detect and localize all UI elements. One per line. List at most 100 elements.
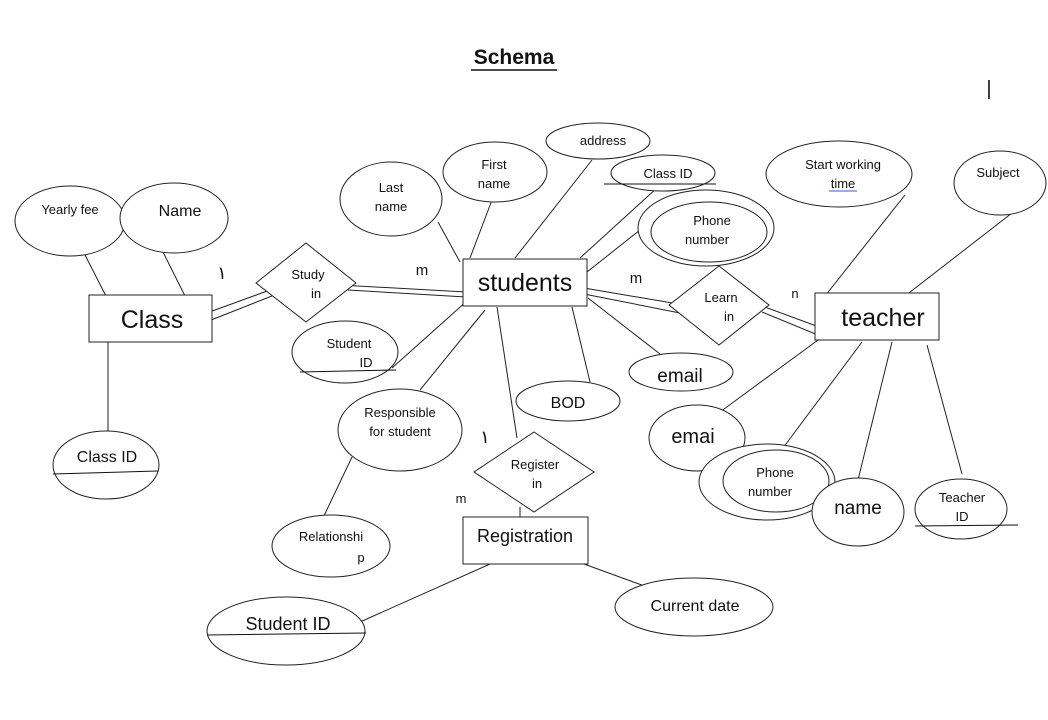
attribute-student-phone: Phone number (637, 189, 775, 267)
attribute-subject-label: Subject (976, 165, 1020, 180)
relationship-register-in-line1: Register (511, 457, 560, 472)
line-studentid-students (391, 299, 469, 369)
primary-key-underline (52, 470, 159, 475)
line-study-students-2 (347, 289, 467, 298)
primary-key-underline (206, 632, 367, 636)
primary-key-underline (299, 369, 397, 373)
attribute-teacher-name-label: name (834, 498, 882, 519)
attribute-subject: Subject (953, 150, 1047, 216)
attribute-relationship-line1: Relationshi (299, 529, 363, 544)
relationship-register-in-line2: in (532, 476, 542, 491)
attribute-last-name-line1: Last (379, 180, 404, 195)
line-class-study-2 (205, 291, 283, 323)
attribute-responsible-line2: for student (369, 424, 431, 439)
attribute-student-id-line1: Student (327, 336, 372, 351)
cardinality-class-study: ١ (217, 263, 227, 283)
attribute-responsible-line1: Responsible (364, 405, 436, 420)
attribute-last-name: Last name (339, 161, 443, 237)
attribute-student-email: email (628, 352, 734, 392)
attribute-student-id-line2: ID (360, 355, 373, 370)
attribute-yearly-fee: Yearly fee (14, 185, 126, 257)
cardinality-students-study: m (416, 262, 429, 279)
attribute-reg-student-id-label: Student ID (245, 614, 330, 634)
line-students-learn-1 (583, 287, 685, 306)
entity-registration: Registration (462, 516, 589, 565)
line-email-students (587, 297, 661, 355)
line-registration-studentid (359, 555, 509, 623)
attribute-student-phone-line1: Phone (693, 213, 731, 228)
attribute-teacher-phone-line2: number (748, 484, 793, 499)
line-classid-students (579, 186, 659, 259)
relationship-register-in: Register in (473, 431, 595, 513)
line-responsible-relationship (321, 456, 353, 521)
cardinality-students-register: ١ (480, 427, 490, 447)
attribute-reg-student-id: Student ID (206, 596, 367, 666)
attribute-responsible: Responsible for student (337, 388, 463, 472)
line-teacherphone-teacher (779, 341, 863, 453)
page-mark: | (986, 78, 991, 100)
cardinality-teacher-learn: n (791, 286, 798, 301)
attribute-last-name-line2: name (375, 199, 408, 214)
entity-teacher: teacher (814, 292, 940, 341)
line-responsible-students (419, 309, 486, 391)
entity-teacher-label: teacher (841, 304, 924, 332)
attribute-student-id: Student ID (291, 320, 399, 384)
diagram-title: Schema (474, 46, 555, 69)
attribute-address-label: address (580, 133, 627, 148)
entity-students-label: students (478, 269, 573, 297)
relationship-study-in-line2: in (311, 286, 321, 301)
attribute-teacher-name: name (811, 477, 905, 547)
attribute-first-name-line2: name (478, 176, 511, 191)
attribute-class-id: Class ID (52, 430, 160, 500)
line-address-students (514, 159, 593, 259)
attribute-bod: BOD (515, 380, 621, 422)
entity-registration-label: Registration (477, 526, 573, 546)
attribute-class-id-label: Class ID (77, 449, 137, 466)
line-teacheremail-teacher (719, 339, 819, 413)
attribute-current-date-label: Current date (651, 598, 740, 615)
cardinality-registration-register: m (456, 491, 467, 506)
attribute-student-email-label: email (657, 366, 702, 387)
relationship-learn-in-line2: in (724, 309, 734, 324)
attribute-teacher-id: Teacher ID (914, 478, 1019, 540)
attribute-yearly-fee-label: Yearly fee (41, 202, 98, 217)
attribute-address: address (545, 122, 651, 160)
entity-class: Class (88, 294, 213, 343)
line-yearlyfee-class (84, 254, 108, 299)
line-bod-students (571, 306, 591, 383)
attribute-current-date: Current date (614, 577, 774, 637)
relationship-study-in: Study in (255, 242, 357, 323)
line-lastname-students (437, 221, 461, 263)
attribute-start-working-line2: time (831, 176, 856, 191)
attribute-teacher-id-line2: ID (956, 509, 969, 524)
entity-class-label: Class (121, 306, 184, 334)
primary-key-underline (914, 524, 1019, 527)
line-subject-teacher (904, 212, 1013, 297)
attribute-teacher-id-line1: Teacher (939, 490, 986, 505)
attribute-teacher-phone: Phone number (698, 443, 836, 521)
line-teacherid-teacher (926, 344, 963, 475)
attribute-first-name-line1: First (481, 157, 507, 172)
attribute-start-working-time: Start working time (765, 140, 913, 208)
line-class-study-1 (203, 289, 271, 315)
line-name-class (162, 251, 186, 297)
attribute-student-class-id-label: Class ID (643, 166, 692, 181)
attribute-teacher-phone-line1: Phone (756, 465, 794, 480)
line-students-register (496, 306, 518, 439)
cardinality-labels: ١ m m n ١ m (217, 262, 798, 506)
attribute-relationship-line2: p (357, 550, 364, 565)
line-phone-students (586, 229, 641, 273)
attribute-relationship: Relationshi p (271, 514, 391, 578)
cardinality-students-learn: m (630, 270, 643, 287)
line-study-students-1 (339, 284, 467, 293)
line-students-learn-2 (583, 293, 691, 316)
entity-students: students (462, 258, 588, 307)
line-startworking-teacher (824, 194, 906, 297)
relationship-study-in-line1: Study (291, 267, 325, 282)
line-firstname-students (469, 199, 493, 259)
attribute-student-class-id: Class ID (604, 154, 716, 192)
connector-lines (84, 159, 1013, 623)
relationship-learn-in-line1: Learn (704, 290, 737, 305)
attribute-student-phone-line2: number (685, 232, 730, 247)
